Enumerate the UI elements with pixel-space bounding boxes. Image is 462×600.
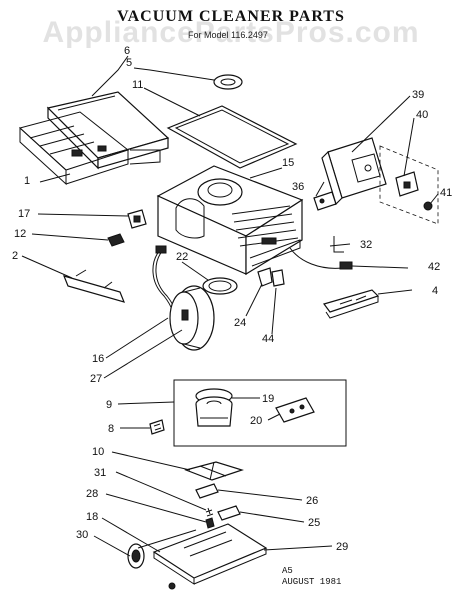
part-42-cable[interactable] [289, 247, 353, 270]
callout-16: 16 [92, 353, 104, 365]
part-2-bracket[interactable] [62, 269, 126, 303]
callout-27: 27 [90, 373, 102, 385]
callout-40: 40 [416, 109, 428, 121]
model-number: For Model 116.2497 [188, 30, 268, 40]
part-44-latch[interactable] [271, 269, 285, 287]
callout-18: 18 [86, 511, 98, 523]
part-26-bracket[interactable] [195, 483, 219, 499]
part-16-motor[interactable] [169, 285, 215, 351]
part-29-base-plate[interactable] [152, 523, 268, 585]
part-4-handle[interactable] [323, 289, 380, 319]
callout-labels: 6 5 11 1 17 12 2 15 36 39 40 41 32 42 4 … [12, 45, 452, 553]
callout-26: 26 [306, 495, 318, 507]
part-17-clip[interactable] [127, 209, 147, 229]
callout-8: 8 [108, 423, 114, 435]
callout-30: 30 [76, 529, 88, 541]
part-8-screw[interactable] [149, 419, 165, 435]
callout-36: 36 [292, 181, 304, 193]
subassembly-box [173, 379, 347, 447]
callout-5: 5 [126, 57, 132, 69]
callout-32: 32 [360, 239, 372, 251]
callout-24: 24 [234, 317, 246, 329]
part-1-cover[interactable] [18, 91, 170, 186]
part-10-baffle[interactable] [184, 461, 244, 481]
part-5-filter-disc[interactable] [213, 74, 243, 90]
part-39-bracket[interactable] [321, 137, 387, 206]
callout-39: 39 [412, 89, 424, 101]
part-32-bracket[interactable] [333, 236, 344, 253]
callout-4: 4 [432, 285, 438, 297]
callout-2: 2 [12, 250, 18, 262]
callout-11: 11 [132, 79, 143, 91]
part-25-bracket[interactable] [217, 505, 241, 521]
callout-29: 29 [336, 541, 348, 553]
part-19-fan[interactable] [195, 388, 233, 427]
part-15-housing[interactable] [156, 165, 304, 276]
callout-1: 1 [24, 175, 30, 187]
part-40-switch-plate[interactable] [379, 145, 439, 225]
part-31-spring[interactable] [205, 507, 214, 517]
callout-42: 42 [428, 261, 440, 273]
diagram-title: VACUUM CLEANER PARTS [117, 8, 345, 25]
part-24-latch[interactable] [257, 267, 273, 287]
part-11-gasket[interactable] [166, 105, 298, 169]
callout-28: 28 [86, 488, 98, 500]
leader-lines [21, 55, 439, 557]
part-22-seal[interactable] [202, 277, 238, 295]
callout-10: 10 [92, 446, 104, 458]
callout-25: 25 [308, 517, 320, 529]
callout-12: 12 [14, 228, 26, 240]
revision-block: A5 AUGUST 1981 [282, 566, 341, 588]
part-20-brush-holder[interactable] [275, 397, 315, 423]
callout-9: 9 [106, 399, 112, 411]
callout-44: 44 [262, 333, 274, 345]
callout-6: 6 [124, 45, 130, 57]
part-28-screw[interactable] [205, 517, 215, 529]
callout-20: 20 [250, 415, 262, 427]
part-30-wheel[interactable] [127, 543, 145, 569]
callout-15: 15 [282, 157, 294, 169]
callout-17: 17 [18, 208, 30, 220]
callout-19: 19 [262, 393, 274, 405]
callout-22: 22 [176, 251, 188, 263]
callout-41: 41 [440, 187, 452, 199]
part-12-clip[interactable] [107, 233, 125, 247]
callout-31: 31 [94, 467, 106, 479]
revision-code: A5 [282, 566, 293, 576]
revision-date: AUGUST 1981 [282, 577, 342, 587]
